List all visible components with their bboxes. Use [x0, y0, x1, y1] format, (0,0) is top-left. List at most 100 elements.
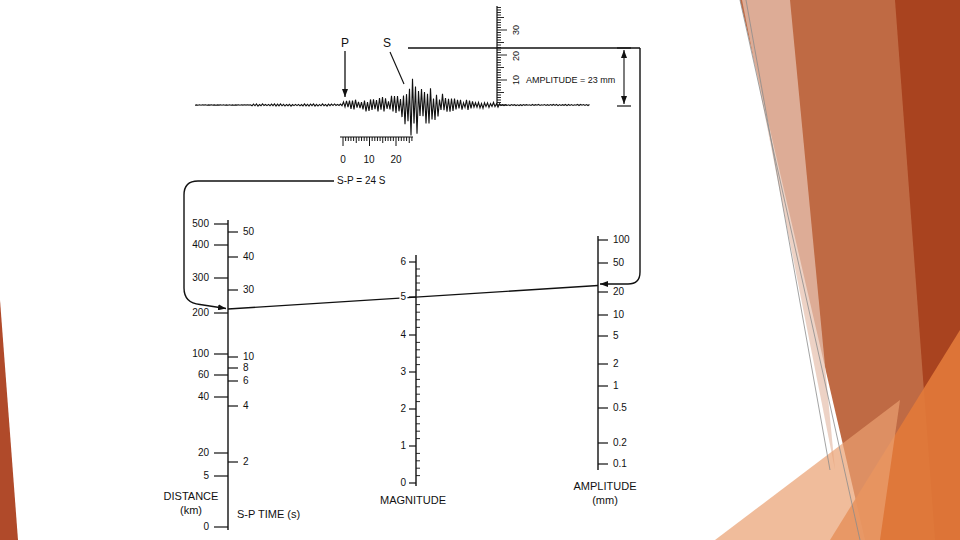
time-tick: [348, 137, 349, 141]
ruler-tick: [497, 62, 501, 63]
distance-tick: [214, 223, 228, 224]
time-tick: [372, 137, 373, 141]
distance-number: 0: [202, 522, 210, 532]
distance-number: 500: [191, 219, 210, 229]
time-tick: [356, 137, 357, 143]
time-tick: [364, 137, 365, 141]
time-tick: [353, 137, 354, 141]
magnitude-minor-tick: [416, 312, 420, 313]
time-tick: [411, 137, 412, 141]
time-tick: [388, 137, 389, 141]
phase-label: P: [341, 37, 349, 49]
ruler-tick: [497, 27, 501, 28]
magnitude-minor-tick: [416, 386, 420, 387]
ruler-tick: [497, 70, 501, 71]
time-tick: [393, 137, 394, 141]
sp-note: S-P = 24 S: [337, 176, 385, 186]
ruler-tick: [497, 32, 501, 33]
distance-tick: [214, 277, 228, 278]
time-tick: [345, 137, 346, 141]
time-tick: [358, 137, 359, 141]
ruler-tick: [497, 72, 501, 73]
magnitude-number: 5: [399, 292, 407, 302]
magnitude-tick: [409, 334, 416, 335]
ruler-tick: [497, 10, 501, 11]
magnitude-minor-tick: [416, 283, 420, 284]
distance-tick: [214, 312, 228, 313]
amplitude-note: AMPLITUDE = 23 mm: [526, 76, 615, 85]
sp-time-tick: [228, 289, 238, 290]
ruler-tick: [497, 35, 501, 36]
time-tick: [343, 137, 344, 146]
ruler-tick: [497, 57, 501, 58]
magnitude-minor-tick: [416, 269, 420, 270]
magnitude-minor-tick: [416, 438, 420, 439]
time-tick: [385, 137, 386, 141]
ruler-tick: [497, 12, 501, 13]
amplitude-number: 0.1: [612, 459, 628, 469]
magnitude-minor-tick: [416, 290, 420, 291]
amplitude-tick: [598, 291, 608, 292]
axis-title: DISTANCE (km): [156, 490, 226, 518]
sp-time-tick: [228, 461, 238, 462]
magnitude-minor-tick: [416, 475, 420, 476]
p-arrival-arrow: [344, 51, 345, 97]
magnitude-number: 4: [399, 330, 407, 340]
magnitude-minor-tick: [416, 276, 420, 277]
sp-time-number: 30: [242, 285, 255, 295]
amplitude-number: 20: [612, 287, 625, 297]
distance-number: 20: [197, 448, 210, 458]
ruler-number: 10: [512, 75, 521, 85]
magnitude-minor-tick: [416, 468, 420, 469]
sp-time-tick: [228, 231, 238, 232]
ruler-tick: [497, 82, 501, 83]
seismogram-trace: [195, 79, 590, 136]
ruler-tick: [497, 102, 501, 103]
ruler-tick: [497, 95, 501, 96]
magnitude-minor-tick: [416, 394, 420, 395]
ruler-tick: [497, 97, 501, 98]
time-tick: [390, 137, 391, 141]
amplitude-number: 0.5: [612, 403, 628, 413]
magnitude-minor-tick: [416, 327, 420, 328]
amplitude-number: 10: [612, 310, 625, 320]
sp-time-number: 8: [242, 363, 250, 373]
magnitude-minor-tick: [416, 453, 420, 454]
decor-line: [746, 0, 830, 470]
distance-tick: [214, 475, 228, 476]
ruler-tick: [497, 92, 504, 93]
distance-tick: [214, 244, 228, 245]
time-tick: [406, 137, 407, 141]
sp-time-number: 50: [242, 227, 255, 237]
magnitude-tick: [409, 408, 416, 409]
distance-tick: [214, 526, 228, 527]
distance-number: 300: [191, 273, 210, 283]
magnitude-minor-tick: [416, 342, 420, 343]
distance-tick: [214, 353, 228, 354]
magnitude-number: 2: [399, 404, 407, 414]
magnitude-number: 1: [399, 441, 407, 451]
ruler-tick: [497, 52, 501, 53]
axis-title: S-P TIME (s): [237, 509, 300, 520]
time-tick: [361, 137, 362, 141]
decor-shape: [0, 300, 18, 540]
ruler-tick: [497, 87, 501, 88]
ruler-tick: [497, 80, 507, 81]
distance-number: 400: [191, 240, 210, 250]
distance-number: 200: [191, 308, 210, 318]
ruler-number: 30: [512, 25, 521, 35]
sp-time-tick: [228, 405, 238, 406]
ruler-tick: [497, 75, 501, 76]
amplitude-tick: [598, 239, 608, 240]
magnitude-number: 3: [399, 367, 407, 377]
sp-time-tick: [228, 380, 238, 381]
time-number: 0: [340, 155, 346, 165]
sp-time-number: 4: [242, 401, 250, 411]
ruler-tick: [497, 17, 504, 18]
magnitude-minor-tick: [416, 416, 420, 417]
amplitude-tick: [598, 314, 608, 315]
nomogram-line: [228, 286, 598, 310]
ruler-tick: [497, 25, 501, 26]
amplitude-number: 1: [612, 381, 620, 391]
amplitude-tick: [598, 385, 608, 386]
